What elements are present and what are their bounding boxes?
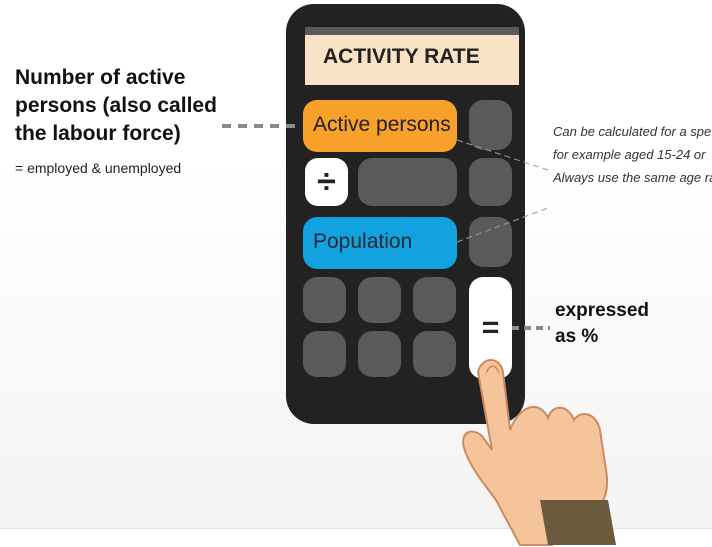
key-r1[interactable] bbox=[469, 100, 512, 150]
divide-icon: ÷ bbox=[317, 163, 336, 201]
key-a1[interactable] bbox=[303, 277, 346, 323]
active-persons-heading: Number of active persons (also called th… bbox=[15, 66, 217, 145]
key-b2[interactable] bbox=[358, 331, 401, 377]
key-b1[interactable] bbox=[303, 331, 346, 377]
numerator-connector bbox=[456, 139, 549, 171]
denominator-connector bbox=[456, 207, 549, 243]
calculator-screen: ACTIVITY RATE bbox=[305, 27, 519, 85]
divide-button[interactable]: ÷ bbox=[305, 158, 348, 206]
active-persons-label: Active persons bbox=[313, 113, 451, 136]
key-a3[interactable] bbox=[413, 277, 456, 323]
note-line-2: for example aged 15-24 or bbox=[553, 147, 706, 162]
note-line-3: Always use the same age ra bbox=[553, 170, 712, 185]
active-persons-button[interactable]: Active persons bbox=[303, 100, 457, 152]
key-r2[interactable] bbox=[469, 158, 512, 206]
population-label: Population bbox=[313, 230, 413, 253]
screen-title: ACTIVITY RATE bbox=[323, 45, 480, 68]
active-persons-definition: = employed & unemployed bbox=[15, 160, 182, 176]
note-line-1: Can be calculated for a spe bbox=[553, 124, 712, 139]
key-b3[interactable] bbox=[413, 331, 456, 377]
key-wide[interactable] bbox=[358, 158, 457, 206]
population-button[interactable]: Population bbox=[303, 217, 457, 269]
key-a2[interactable] bbox=[358, 277, 401, 323]
result-label: expressed as % bbox=[555, 300, 650, 347]
age-group-note: Can be calculated for a spe for example … bbox=[553, 120, 712, 189]
equals-icon: = bbox=[481, 311, 500, 344]
divider bbox=[0, 528, 712, 529]
key-r3[interactable] bbox=[469, 217, 512, 267]
